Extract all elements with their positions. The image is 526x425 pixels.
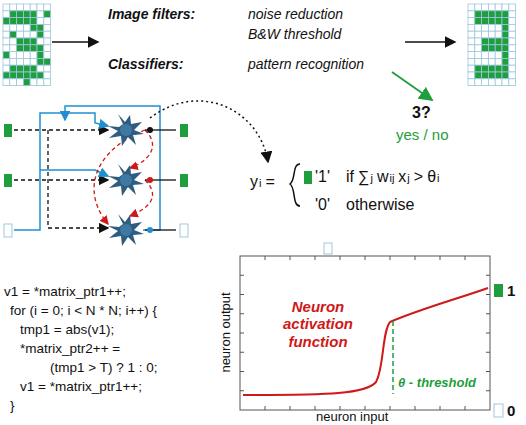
label: (tmp1 > T) ? 1 : 0; — [50, 360, 157, 376]
label: B&W threshold — [248, 26, 341, 42]
label: *matrix_ptr2++ = — [20, 341, 120, 357]
equation-term: θ — [427, 168, 436, 186]
label: v1 = *matrix_ptr1++; — [20, 379, 142, 395]
subscript: i — [437, 172, 439, 184]
label: θ - threshold — [398, 376, 476, 391]
label: for (i = 0; i < N * N; i++) { — [10, 303, 157, 319]
label: Classifiers: — [108, 56, 183, 72]
subscript: j — [370, 172, 372, 184]
equation-term: y — [250, 173, 258, 191]
equation-term: w — [377, 168, 389, 186]
label: Image filters: — [108, 6, 195, 22]
subscript: ij — [389, 172, 394, 184]
subscript: j — [407, 172, 409, 184]
pixel-grids — [3, 4, 516, 86]
neural-network — [4, 106, 188, 246]
label: 3? — [412, 104, 431, 122]
label: } — [10, 398, 15, 414]
label: tmp1 = abs(v1); — [20, 322, 114, 338]
label: v1 = *matrix_ptr1++; — [4, 284, 126, 300]
equation-row: '1'if∑jwijxj>θi — [315, 168, 443, 186]
label: 1 — [507, 282, 515, 299]
label: pattern recognition — [248, 56, 364, 72]
label: 0 — [507, 402, 515, 419]
label: noise reduction — [248, 6, 343, 22]
equation-term: ∑ — [358, 168, 369, 186]
equation-term: '0' — [315, 196, 330, 214]
activation-chart — [240, 243, 503, 417]
brace — [290, 164, 300, 206]
equation-term: > — [414, 168, 423, 186]
label: Neuron activation function — [262, 298, 374, 350]
pointer-arrow — [150, 101, 268, 162]
arrow — [392, 72, 432, 100]
square — [304, 171, 312, 184]
equation-term: if — [346, 168, 354, 186]
equation-row: yi = — [250, 173, 279, 191]
equation-term: otherwise — [346, 196, 414, 214]
arrow — [405, 41, 455, 43]
equation-term: x — [398, 168, 406, 186]
label: neuron input — [316, 410, 388, 425]
equation-row: '0' otherwise — [315, 196, 419, 214]
arrow — [52, 41, 98, 43]
label: yes / no — [396, 126, 449, 143]
label: neuron output — [219, 292, 234, 372]
subscript: i — [259, 177, 261, 189]
equation-term: = — [265, 173, 274, 191]
equation-term: '1' — [315, 168, 330, 186]
